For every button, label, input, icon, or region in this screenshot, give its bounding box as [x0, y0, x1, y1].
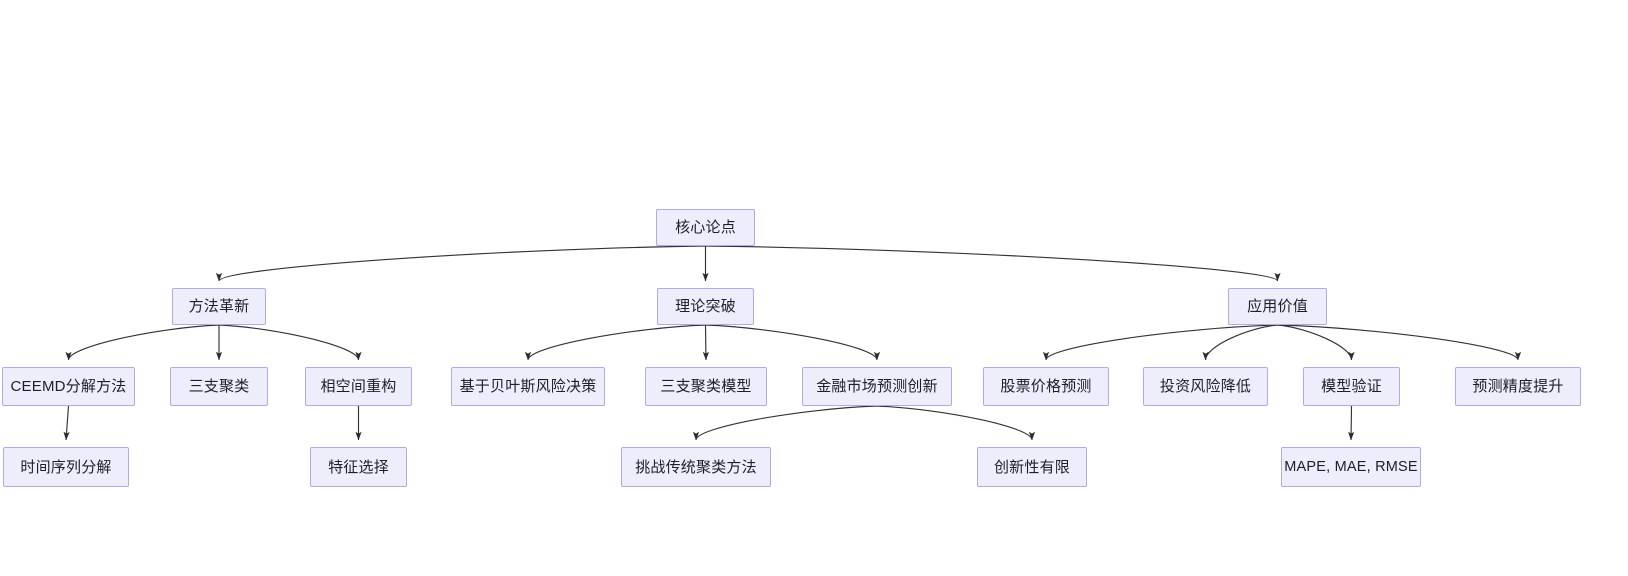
- edge-fangfa-to-xiangkongjian: [218, 324, 362, 361]
- node-label: 模型验证: [1321, 378, 1382, 395]
- mindmap-node-l4a1[interactable]: 时间序列分解: [3, 447, 129, 487]
- mindmap-node-l3c3[interactable]: 模型验证: [1303, 367, 1400, 406]
- edge-yingyong-to-touzi: [1202, 324, 1278, 361]
- edge-fangfa-to-ceemd: [65, 324, 220, 361]
- edge-jinrong-to-chuangxin: [876, 405, 1036, 441]
- mindmap-node-l3c1[interactable]: 股票价格预测: [983, 367, 1109, 406]
- edge-jinrong-to-tiaozhan: [692, 405, 878, 441]
- mindmap-node-l3a3[interactable]: 相空间重构: [305, 367, 412, 406]
- node-label: CEEMD分解方法: [10, 378, 127, 395]
- edge-root-to-yingyong-jiazhi: [705, 245, 1281, 282]
- node-label: 股票价格预测: [1000, 378, 1092, 395]
- mindmap-node-l4b2[interactable]: 创新性有限: [977, 447, 1087, 487]
- mindmap-node-l2c[interactable]: 应用价值: [1228, 288, 1327, 325]
- node-label: 投资风险降低: [1159, 378, 1252, 395]
- node-label: 挑战传统聚类方法: [635, 458, 757, 476]
- node-label: 预测精度提升: [1472, 378, 1564, 395]
- node-label: 三支聚类模型: [660, 378, 752, 395]
- mindmap-node-l3b3[interactable]: 金融市场预测创新: [802, 367, 952, 406]
- node-label: 理论突破: [675, 298, 736, 315]
- mindmap-node-l4c1[interactable]: MAPE, MAE, RMSE: [1281, 447, 1421, 487]
- node-label: 时间序列分解: [20, 458, 112, 476]
- mindmap-node-l4a3[interactable]: 特征选择: [310, 447, 407, 487]
- edge-lilun-to-beiyesi: [524, 324, 706, 361]
- node-label: 基于贝叶斯风险决策: [459, 378, 597, 395]
- mindmap-node-l3a1[interactable]: CEEMD分解方法: [2, 367, 135, 406]
- mindmap-node-l3b1[interactable]: 基于贝叶斯风险决策: [451, 367, 605, 406]
- edge-lilun-to-jinrong: [705, 324, 881, 361]
- mindmap-node-l3a2[interactable]: 三支聚类: [170, 367, 268, 406]
- mindmap-node-l2b[interactable]: 理论突破: [657, 288, 754, 325]
- mindmap-node-root[interactable]: 核心论点: [656, 209, 755, 246]
- mindmap-node-l3c2[interactable]: 投资风险降低: [1143, 367, 1268, 406]
- edge-lilun-to-sanzhi-moxing: [702, 324, 709, 361]
- edge-ceemd-to-shijian-xulie: [63, 405, 70, 441]
- node-label: 金融市场预测创新: [816, 378, 938, 395]
- mindmap-node-l3b2[interactable]: 三支聚类模型: [645, 367, 767, 406]
- node-label: 核心论点: [675, 219, 736, 236]
- node-label: 特征选择: [328, 458, 389, 476]
- edge-yingyong-to-yuce-jingdu: [1277, 324, 1522, 361]
- mindmap-node-l4b1[interactable]: 挑战传统聚类方法: [621, 447, 771, 487]
- edge-yingyong-to-moxing-yanzheng: [1277, 324, 1355, 361]
- node-label: 应用价值: [1247, 298, 1308, 315]
- mindmap-node-l2a[interactable]: 方法革新: [172, 288, 266, 325]
- node-label: 创新性有限: [993, 458, 1070, 476]
- node-label: MAPE, MAE, RMSE: [1284, 458, 1418, 475]
- node-label: 方法革新: [188, 298, 250, 315]
- edge-yingyong-to-gupiao: [1042, 324, 1278, 361]
- edge-root-to-fangfa-gexin: [216, 245, 706, 282]
- node-label: 相空间重构: [320, 378, 397, 395]
- node-label: 三支聚类: [188, 378, 250, 395]
- edge-group: [63, 245, 1522, 441]
- edge-moxing-yanzheng-to-metrics: [1348, 405, 1355, 441]
- mindmap-node-l3c4[interactable]: 预测精度提升: [1455, 367, 1581, 406]
